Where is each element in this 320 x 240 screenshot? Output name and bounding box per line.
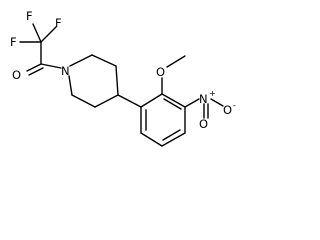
- bond-ar-c1-c2: [140, 93, 163, 108]
- bonds: [19, 23, 224, 147]
- atom-f-left: F: [10, 35, 17, 49]
- bond-ar-c2-c3: [161, 93, 186, 108]
- bond-carbonyl-o-2: [28, 67, 44, 76]
- atom-f-top-left: F: [26, 9, 33, 23]
- bond-ar-inner-2: [162, 129, 181, 141]
- bond-pip-c3-c4: [115, 65, 119, 96]
- bond-pip-aryl: [117, 94, 142, 108]
- bond-carbonyl-n: [40, 63, 62, 69]
- bond-ar-n-nitro: [184, 98, 200, 108]
- bond-cf3-f-top-left: [32, 23, 42, 43]
- atom-n-nitro-charge: +: [209, 89, 216, 98]
- bond-ar-c4-c5: [161, 132, 186, 147]
- bond-o-methyl: [166, 55, 186, 68]
- chemical-structure-diagram: F F F O N O N + O - O: [10, 9, 236, 147]
- bond-carbonyl-o-1: [26, 63, 42, 72]
- bond-ar-inner-1: [163, 98, 182, 110]
- bond-pip-c5-c6: [71, 94, 96, 108]
- atom-o-nitro-right: O: [223, 103, 232, 117]
- atom-o-methoxy: O: [156, 65, 165, 79]
- atom-n-piperidine: N: [61, 64, 70, 78]
- bond-pip-c2-c3: [91, 54, 117, 67]
- atom-o-carbonyl: O: [12, 68, 21, 82]
- bond-ar-c5-c6: [140, 132, 163, 147]
- bond-pip-n-c2: [69, 54, 93, 67]
- atom-n-nitro: N: [199, 92, 208, 106]
- bond-pip-c6-n: [68, 75, 73, 96]
- bond-nitro-o-right: [210, 98, 224, 107]
- atom-o-nitro-bottom: O: [199, 117, 208, 131]
- atom-f-top-right: F: [55, 16, 62, 30]
- structure-canvas: F F F O N O N + O - O: [10, 9, 236, 147]
- bond-cf3-f-top-right: [40, 26, 57, 43]
- atom-o-nitro-right-charge: -: [233, 101, 236, 110]
- atom-labels: F F F O N O N + O - O: [10, 9, 236, 131]
- bond-pip-c4-c5: [94, 94, 119, 108]
